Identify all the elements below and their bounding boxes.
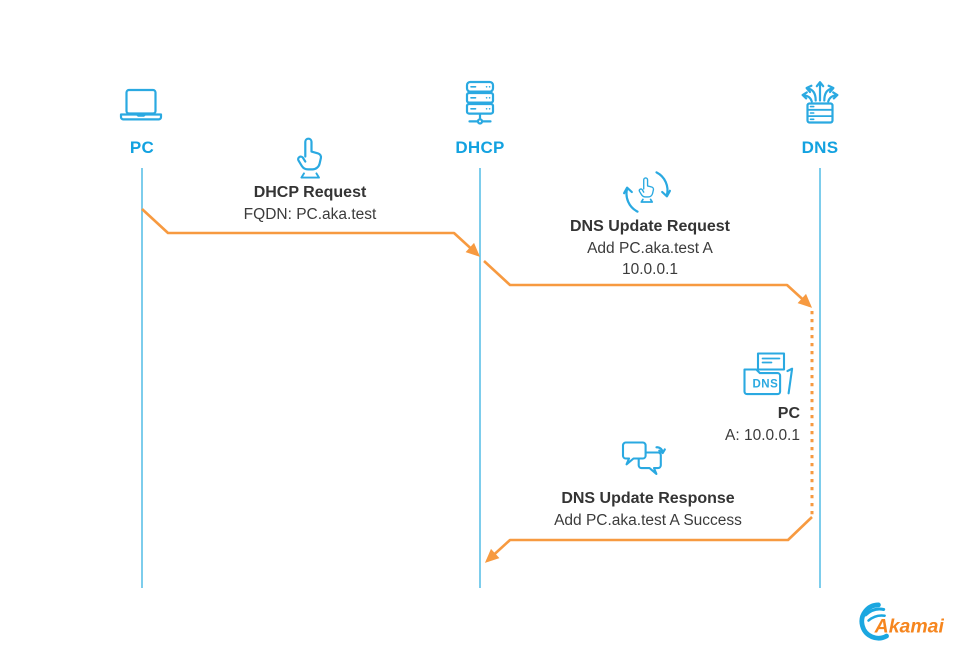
dns-update-hand-icon	[623, 171, 671, 213]
laptop-icon	[119, 88, 163, 121]
akamai-wave-1	[864, 607, 886, 617]
dns-record-folder-icon: DNS	[743, 352, 794, 396]
message-dns-update-response: DNS Update Response Add PC.aka.test A Su…	[478, 488, 818, 531]
akamai-wave-2	[867, 614, 886, 622]
akamai-swoosh	[859, 602, 889, 641]
message-line: 10.0.0.1	[621, 261, 679, 278]
chat-bubbles-icon	[621, 441, 666, 475]
tap-hand-icon	[297, 137, 323, 179]
record-value: A: 10.0.0.1	[725, 427, 800, 444]
akamai-logo: Akamai	[859, 602, 944, 641]
message-title: DHCP Request	[253, 184, 367, 201]
record-title: PC	[777, 405, 800, 422]
message-title: DNS Update Request	[569, 218, 731, 235]
message-line: Add PC.aka.test A	[587, 240, 713, 257]
actor-label-pc: PC	[129, 138, 155, 157]
message-line: Add PC.aka.test A Success	[554, 512, 742, 529]
message-dns-update-request: DNS Update Request Add PC.aka.test A 10.…	[490, 216, 810, 280]
actor-label-dhcp: DHCP	[455, 138, 505, 157]
dns-record: PC A: 10.0.0.1	[630, 403, 800, 446]
message-line: FQDN: PC.aka.test	[243, 206, 377, 223]
folder-label: DNS	[753, 379, 779, 391]
dns-server-icon	[801, 81, 839, 124]
message-title: DNS Update Response	[561, 490, 735, 507]
message-dhcp-request: DHCP Request FQDN: PC.aka.test	[150, 182, 470, 225]
dhcp-server-icon	[465, 80, 495, 125]
actor-label-dns: DNS	[801, 138, 839, 157]
akamai-wordmark: Akamai	[874, 615, 944, 637]
